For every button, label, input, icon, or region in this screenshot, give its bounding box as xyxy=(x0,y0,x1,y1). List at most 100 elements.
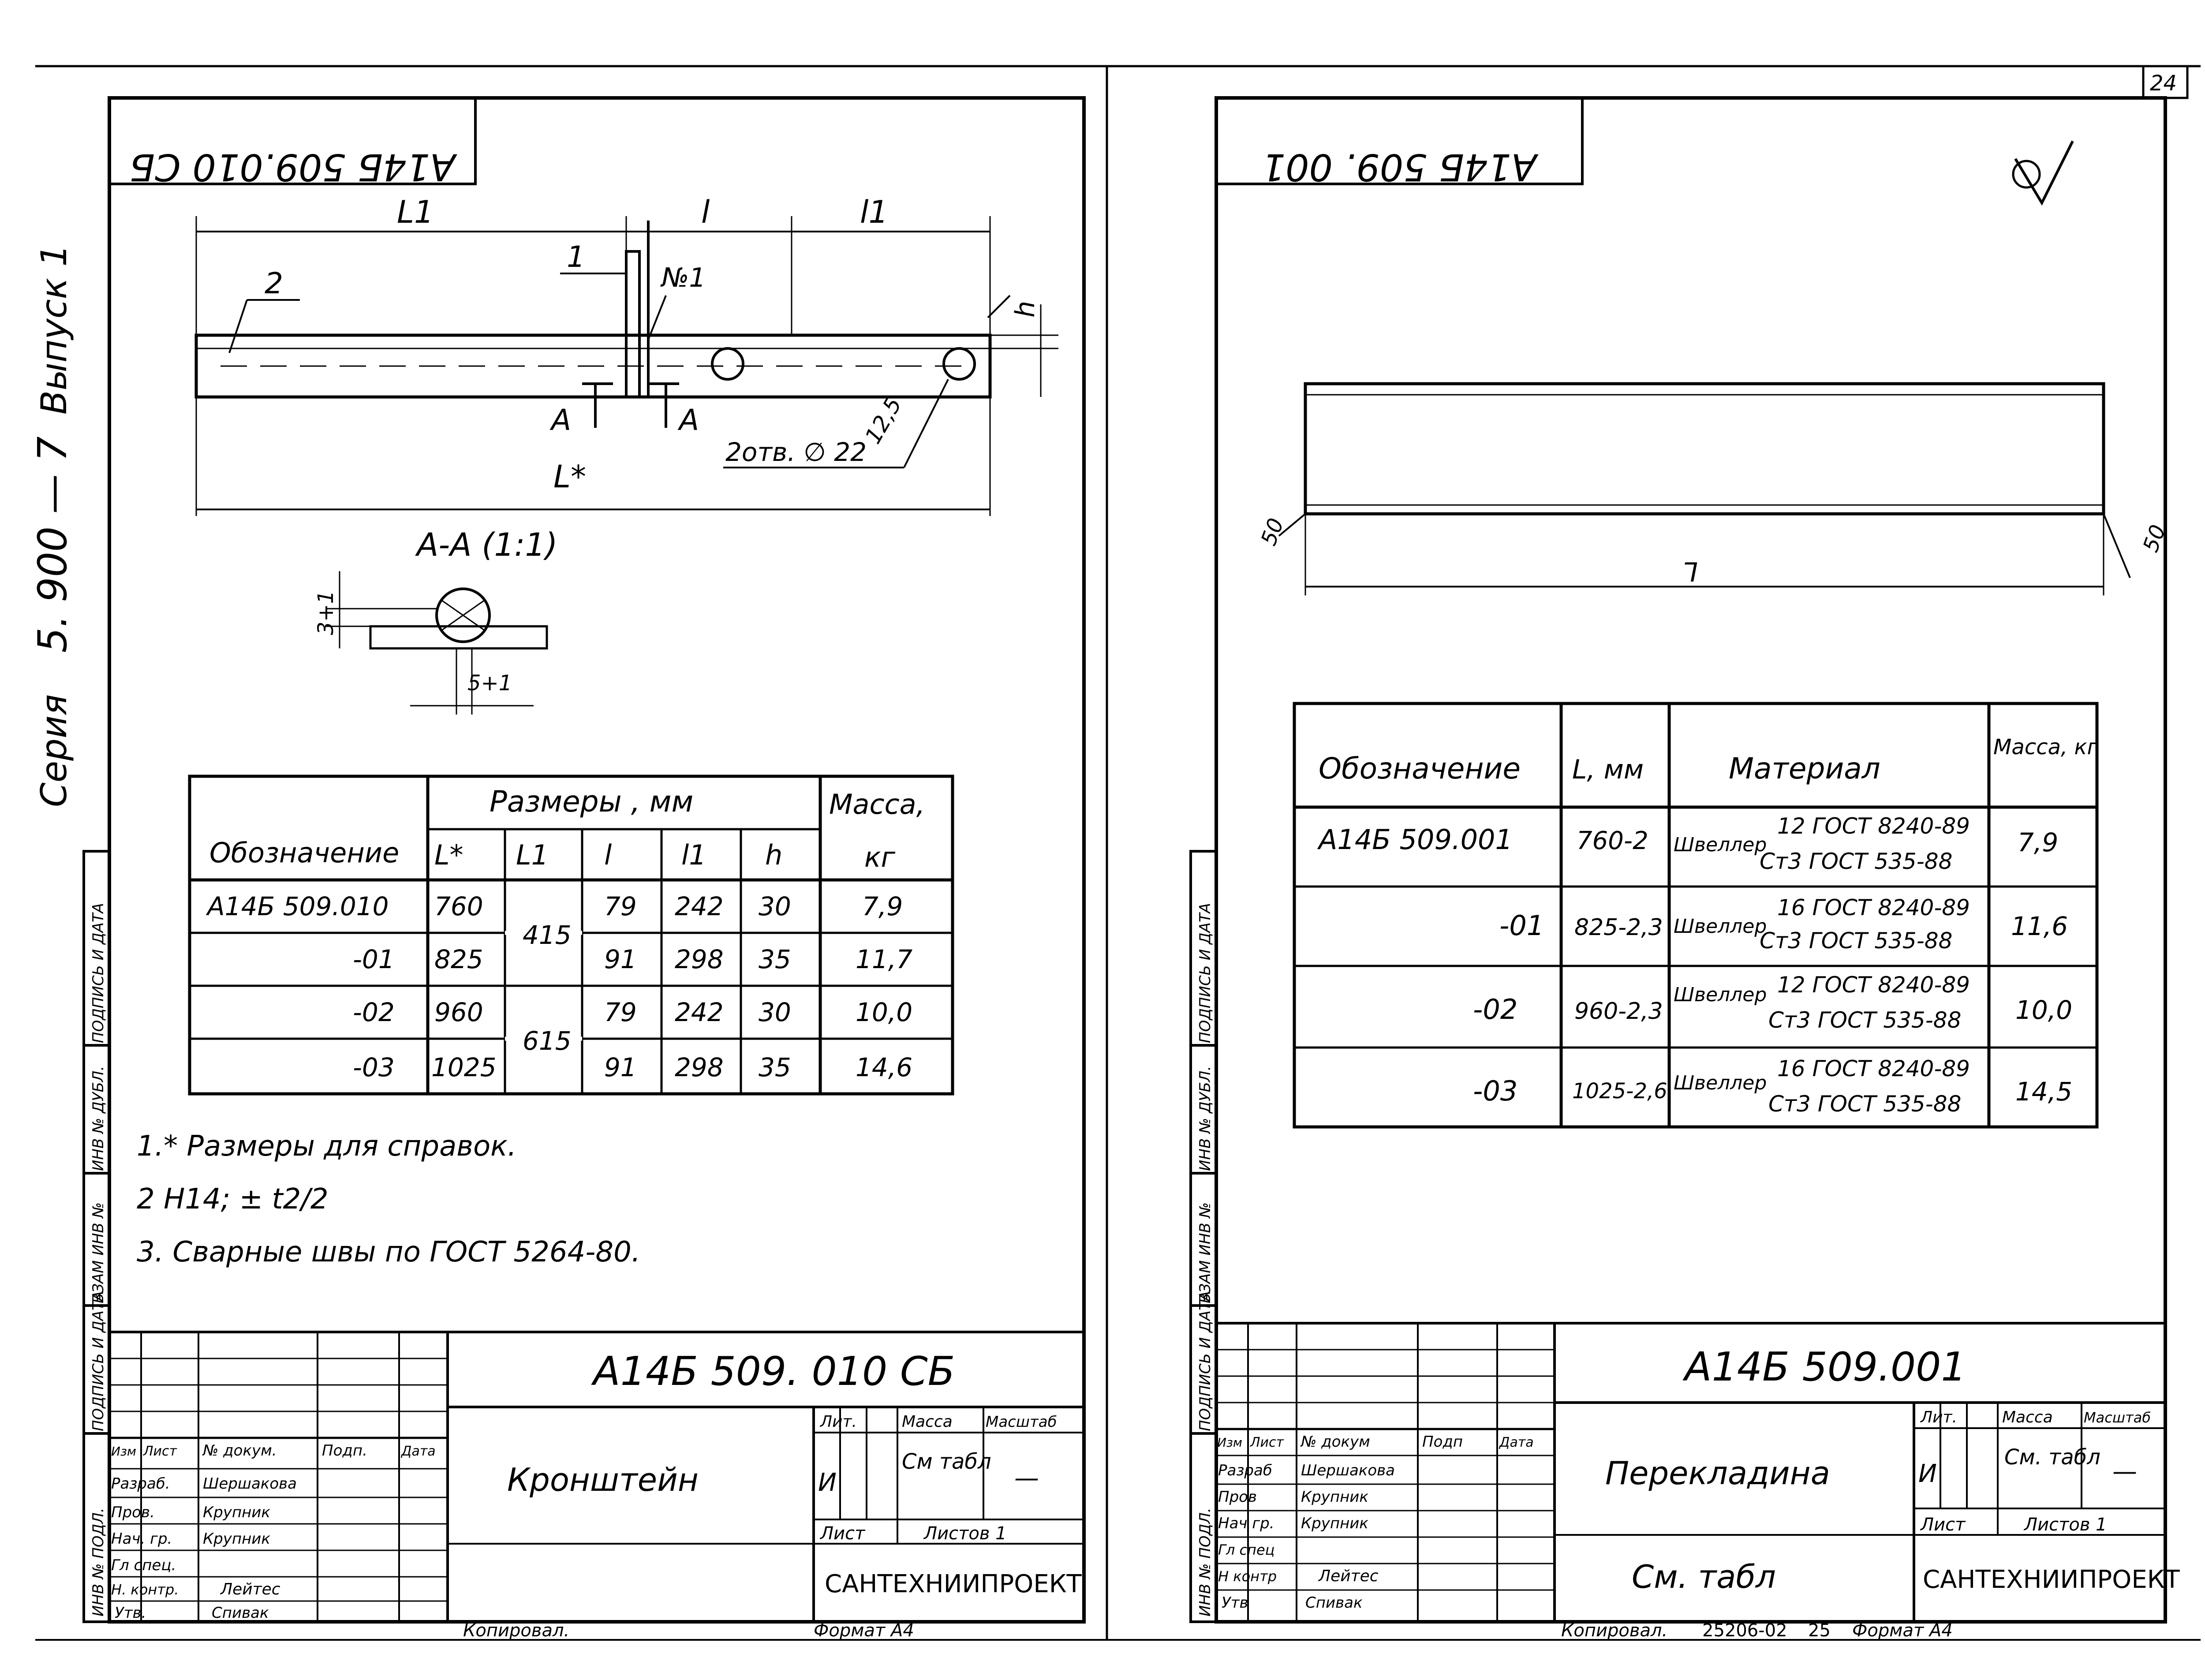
right-tb-list: Лист xyxy=(1920,1515,1966,1535)
left-footer-format: Формат А4 xyxy=(814,1620,914,1641)
left-tb-h-izm: Изм xyxy=(111,1444,136,1459)
right-row-1-mat-bot: Ст3 ГОСТ 535-88 xyxy=(1760,928,1952,954)
right-tb-role-1: Пров xyxy=(1218,1488,1257,1506)
left-tb-masht: — xyxy=(1014,1464,1039,1493)
left-tb-role-3: Гл спец. xyxy=(111,1557,176,1574)
left-row-3-l: 91 xyxy=(604,1052,637,1082)
dim-l1: l1 xyxy=(860,194,888,230)
right-title-block-grid xyxy=(1216,1322,2165,1622)
callout-part-2: 2 xyxy=(265,266,283,300)
right-tb-listov: Листов 1 xyxy=(2023,1515,2107,1535)
right-footer-format: Формат А4 xyxy=(1852,1620,1953,1641)
note-1: 1.* Размеры для справок. xyxy=(137,1130,516,1163)
left-tb-role-5: Утв. xyxy=(115,1604,146,1622)
right-tb-role-0: Разраб xyxy=(1218,1462,1272,1479)
right-tb-org: САНТЕХНИИПРОЕКТ xyxy=(1923,1565,2180,1594)
left-tb-name: Кронштейн xyxy=(507,1461,699,1498)
callout-holes: 2отв. ∅ 22 xyxy=(725,437,867,467)
right-tb-name-5: Спивак xyxy=(1305,1594,1363,1612)
right-row-2-L: 960-2,3 xyxy=(1574,998,1663,1025)
margin-label-sign-1: ПОДПИСЬ И ДАТА xyxy=(90,1291,107,1431)
left-row-3-h: 35 xyxy=(759,1052,791,1082)
left-col-L1: L1 xyxy=(516,839,549,871)
side-stamp-series: Серия xyxy=(34,694,75,807)
right-top-code: А14Б 509. 001 xyxy=(1262,146,1539,189)
right-footer-order: 25206-02 xyxy=(1702,1620,1787,1641)
left-tb-massa-h: Масса xyxy=(902,1413,953,1431)
left-tb-listov: Листов 1 xyxy=(923,1523,1007,1544)
right-row-1-prefix: Швеллер xyxy=(1674,915,1767,938)
side-stamp-number: 5. 900 — 7 xyxy=(30,436,76,653)
section-mark-a-left: A xyxy=(549,403,571,437)
right-tb-masht: — xyxy=(2112,1457,2137,1486)
right-tb-h-sign: Подп xyxy=(1422,1433,1463,1451)
right-tb-h-date: Дата xyxy=(1499,1435,1534,1450)
left-row-0-mass: 7,9 xyxy=(862,891,903,921)
callout-weld: №1 xyxy=(660,262,706,293)
left-tb-name-5: Спивак xyxy=(212,1604,269,1622)
margin-label-dubl-r: ИНВ № ДУБЛ. xyxy=(1196,1066,1214,1171)
left-tb-h-date: Дата xyxy=(400,1444,436,1459)
right-row-3-mat-top: 16 ГОСТ 8240-89 xyxy=(1777,1056,1970,1081)
right-row-1-mass: 11,6 xyxy=(2011,911,2068,941)
left-row-2-mass: 10,0 xyxy=(856,997,912,1027)
right-tb-masht-h: Масштаб xyxy=(2084,1409,2151,1426)
right-row-1-oboz: -01 xyxy=(1499,909,1544,942)
right-row-2-oboz: -02 xyxy=(1473,993,1517,1025)
right-tb-h-list: Лист xyxy=(1250,1435,1285,1450)
margin-label-vzam: ВЗАМ ИНВ № xyxy=(90,1202,107,1303)
left-row-2-oboz: -02 xyxy=(353,997,395,1027)
left-tb-name-2: Крупник xyxy=(203,1530,270,1548)
left-tb-name-0: Шершакова xyxy=(203,1475,297,1493)
right-tb-massa: См. табл xyxy=(2004,1445,2100,1470)
right-row-0-prefix: Швеллер xyxy=(1674,834,1767,856)
left-col-l: l xyxy=(604,839,612,871)
right-tb-name-1: Крупник xyxy=(1301,1488,1368,1506)
dim-chamfer-left: 50 xyxy=(1256,515,1289,549)
left-tb-org: САНТЕХНИИПРОЕКТ xyxy=(825,1570,1082,1598)
left-row-3-mass: 14,6 xyxy=(856,1052,912,1082)
left-tb-h-sign: Подп. xyxy=(322,1442,367,1459)
section-dim-vert: 3+1 xyxy=(314,591,338,635)
left-table-mass-unit: кг xyxy=(864,841,895,873)
left-row-3-L: 1025 xyxy=(431,1052,497,1082)
right-row-2-mass: 10,0 xyxy=(2015,995,2072,1025)
right-tb-material: См. табл xyxy=(1632,1558,1776,1595)
left-row-2-L: 960 xyxy=(434,997,483,1027)
left-top-code: А14Б 509.010 СБ xyxy=(129,146,457,189)
dim-h: h xyxy=(1010,301,1041,318)
right-tb-name: Перекладина xyxy=(1605,1455,1830,1492)
left-tb-massa: См табл xyxy=(902,1449,991,1474)
left-row-1-mass: 11,7 xyxy=(856,944,912,974)
left-footer-copied: Копировал. xyxy=(463,1620,569,1641)
right-row-2-prefix: Швеллер xyxy=(1674,984,1767,1006)
margin-label-sign-2: ПОДПИСЬ И ДАТА xyxy=(90,903,107,1043)
page-number: 24 xyxy=(2150,71,2177,96)
left-col-h: h xyxy=(765,839,782,871)
right-row-3-L: 1025-2,6 xyxy=(1572,1079,1667,1104)
right-tb-role-4: Н контр xyxy=(1218,1568,1277,1585)
left-table-mass-header: Масса, xyxy=(829,788,925,820)
right-footer-copied: Копировал. xyxy=(1561,1620,1667,1641)
left-row-0-L: 760 xyxy=(434,891,483,921)
right-tb-role-2: Нач гр. xyxy=(1218,1515,1274,1532)
left-tb-role-1: Пров. xyxy=(111,1504,155,1521)
margin-label-inv-podl-r: ИНВ № ПОДЛ. xyxy=(1196,1508,1214,1616)
right-tb-name-4: Лейтес xyxy=(1318,1567,1379,1585)
left-title-block-grid xyxy=(109,1331,1084,1622)
section-mark-a-right: A xyxy=(677,403,699,437)
margin-label-sign-1-r: ПОДПИСЬ И ДАТА xyxy=(1196,1291,1214,1431)
right-tb-name-2: Крупник xyxy=(1301,1515,1368,1532)
right-table-h-mat: Материал xyxy=(1729,752,1880,786)
right-row-3-mat-bot: Ст3 ГОСТ 535-88 xyxy=(1768,1091,1961,1117)
left-tb-role-2: Нач. гр. xyxy=(111,1530,172,1548)
right-row-0-mass: 7,9 xyxy=(2018,827,2058,857)
callout-part-1: 1 xyxy=(567,240,585,274)
left-tb-role-0: Разраб. xyxy=(111,1475,170,1493)
left-row-1-L: 825 xyxy=(434,944,483,974)
margin-label-dubl: ИНВ № ДУБЛ. xyxy=(90,1066,107,1171)
right-row-1-L: 825-2,3 xyxy=(1574,914,1663,941)
right-row-0-mat-bot: Ст3 ГОСТ 535-88 xyxy=(1760,849,1952,874)
right-row-2-mat-bot: Ст3 ГОСТ 535-88 xyxy=(1768,1007,1961,1033)
